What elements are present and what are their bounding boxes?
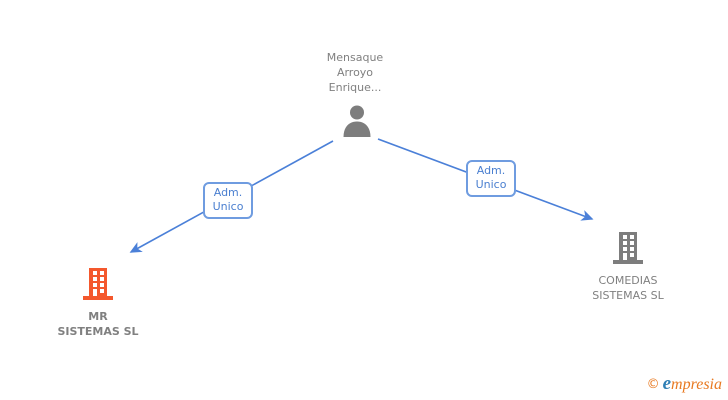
edge-label-line: Adm. xyxy=(476,164,506,177)
building-icon xyxy=(611,231,645,265)
company-name: MR SISTEMAS SL xyxy=(28,309,168,339)
edge-label-line: Adm. xyxy=(213,186,243,199)
edge-label-line: Unico xyxy=(212,200,244,213)
person-name-line: Mensaque xyxy=(326,51,384,64)
brand-name-initial: e xyxy=(662,373,672,394)
company-name-line: MR xyxy=(88,310,108,323)
brand-logo[interactable]: ©empresia xyxy=(647,373,722,395)
company-node-comedias-sistemas[interactable]: COMEDIAS SISTEMAS SL xyxy=(558,231,698,303)
person-name-line: Arroyo xyxy=(336,66,374,79)
building-icon xyxy=(81,267,115,301)
person-name: Mensaque Arroyo Enrique... xyxy=(295,50,415,95)
edge-label-adm-unico-left: Adm. Unico xyxy=(203,182,253,219)
person-node[interactable] xyxy=(340,104,374,138)
company-name-line: SISTEMAS SL xyxy=(592,289,664,302)
person-name-line: Enrique... xyxy=(328,81,382,94)
company-name-line: COMEDIAS xyxy=(598,274,658,287)
company-node-mr-sistemas[interactable]: MR SISTEMAS SL xyxy=(28,267,168,339)
brand-name-rest: mpresia xyxy=(671,376,722,393)
company-name: COMEDIAS SISTEMAS SL xyxy=(558,273,698,303)
edge-label-line: Unico xyxy=(475,178,507,191)
edge-label-adm-unico-right: Adm. Unico xyxy=(466,160,516,197)
copyright-icon: © xyxy=(646,377,660,392)
person-silhouette-icon xyxy=(340,105,374,142)
company-name-line: SISTEMAS SL xyxy=(57,325,139,338)
